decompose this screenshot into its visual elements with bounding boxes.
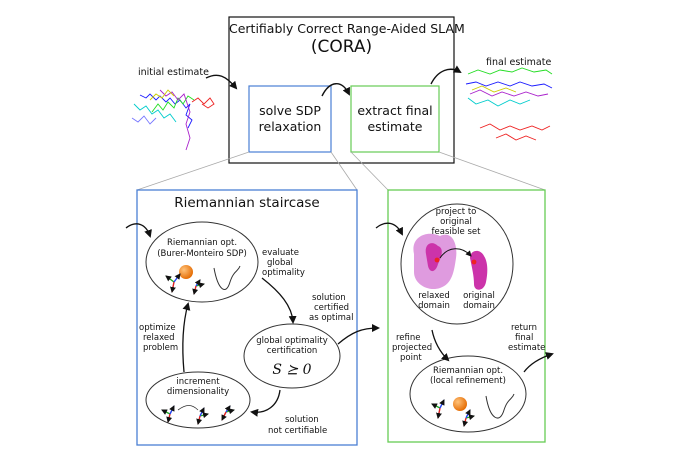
solve-sdp-line1: solve SDP [259, 103, 321, 118]
certified-line1: solution [312, 293, 346, 303]
solve-sdp-line2: relaxation [258, 119, 322, 134]
refine-arrow [431, 329, 450, 362]
incr-label-2: dimensionality [166, 387, 230, 397]
project-line1: project to [435, 207, 477, 217]
notcert-line1: solution [285, 415, 319, 425]
evaluate-line2: global [267, 258, 293, 268]
initial-to-cora-arrow [205, 74, 238, 90]
cora-title: Certifiably Correct Range-Aided SLAM [229, 21, 465, 36]
optimize-line3: problem [143, 343, 179, 353]
psd-formula: S ⪰ 0 [272, 362, 312, 378]
certified-line2: certified [314, 303, 350, 313]
increment-ellipse [145, 371, 251, 429]
cert-label-2: certification [266, 346, 318, 356]
final-estimate-plot [465, 67, 553, 141]
solve-sdp-box [248, 85, 332, 153]
project-line3: feasible set [431, 227, 481, 237]
initial-estimate-plot [131, 89, 215, 151]
cora-to-final-arrow [430, 65, 462, 85]
not-certifiable-arrow [250, 389, 281, 417]
relaxed-line1: relaxed [418, 291, 450, 301]
evaluate-arrow [261, 277, 297, 324]
cora-box [228, 16, 455, 164]
opt-label-1: Riemannian opt. [166, 238, 238, 248]
projection-arrow [439, 248, 472, 259]
cora-acronym: (CORA) [310, 37, 373, 57]
initial-estimate-label: initial estimate [138, 67, 209, 78]
frames-icon [161, 405, 235, 425]
relaxed-line2: domain [418, 301, 450, 311]
zoom-line-blue-left [136, 151, 250, 191]
inner-domain-shape [425, 243, 442, 272]
opt-label-2: (Burer-Monteiro SDP) [157, 249, 247, 259]
refine-line3: point [400, 353, 422, 363]
zoom-line-green-right [438, 151, 546, 191]
optimize-arrow [182, 302, 191, 373]
evaluate-line1: evaluate [262, 248, 299, 258]
zoom-line-green-left [350, 151, 389, 191]
return-arrow [523, 352, 554, 373]
original-line2: domain [463, 301, 495, 311]
extract-box [350, 85, 440, 153]
optimize-line1: optimize [139, 323, 176, 333]
zoom-line-blue-right [330, 151, 358, 191]
staircase-title: Riemannian staircase [174, 195, 320, 211]
optimization-landscape-icon [165, 265, 241, 295]
entry-arrow [125, 223, 152, 238]
cert-label-1: global optimality [256, 336, 328, 346]
refinement-panel [387, 189, 546, 443]
refine-line2: projected [392, 343, 433, 353]
certified-arrow [337, 324, 380, 345]
project-line2: original [440, 217, 472, 227]
refine-line1: refine [396, 333, 421, 343]
solve-to-extract-arrow [321, 83, 350, 97]
evaluate-line3: optimality [262, 268, 305, 278]
extract-line2: estimate [367, 119, 423, 134]
final-estimate-label: final estimate [486, 57, 552, 68]
riemannian-opt-ellipse [145, 221, 259, 303]
local-landscape-icon [431, 393, 515, 427]
original-line1: original [463, 291, 495, 301]
return-line2: final [515, 333, 534, 343]
extract-line1: extract final [357, 103, 433, 118]
certification-ellipse [243, 323, 341, 389]
certified-line3: as optimal [309, 313, 354, 323]
incr-label-1: increment [176, 377, 220, 387]
local-label-2: (local refinement) [430, 376, 506, 386]
relaxed-point [434, 257, 440, 263]
entry-arrow-right [375, 222, 403, 236]
notcert-line2: not certifiable [268, 426, 328, 436]
return-line3: estimate [508, 343, 546, 353]
local-label-1: Riemannian opt. [432, 366, 504, 376]
return-line1: return [511, 323, 537, 333]
projected-point [471, 259, 477, 265]
optimize-line2: relaxed [143, 333, 175, 343]
staircase-panel [136, 189, 358, 446]
